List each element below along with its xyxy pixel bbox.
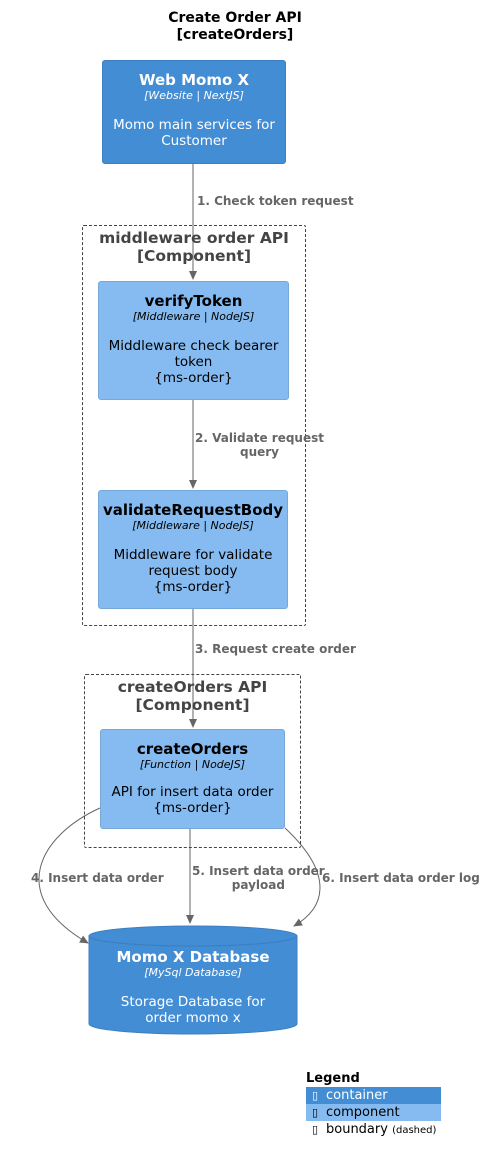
connectors [38,164,321,1035]
node-technology: [Website | NextJS] [144,89,244,102]
middleware-boundary-title: middleware order API [Component] [82,229,306,265]
legend-label: component [326,1105,400,1120]
node-name: validateRequestBody [102,501,284,519]
node-tag: {ms-order} [154,370,233,386]
node-technology: [MySql Database] [144,966,242,979]
relation-label-2-line1: 2. Validate request [195,431,324,445]
relation-label-5: 5. Insert data order payload [192,864,325,892]
node-name: verifyToken [144,292,243,310]
legend-title: Legend [306,1071,360,1086]
diagram-title-line2: [createOrders] [176,27,294,43]
create-orders-api-boundary [84,674,301,848]
boundary-title-line1: middleware order API [99,229,289,247]
square-icon: ▯ [312,1089,319,1102]
relation-label-2-line2: query [239,445,279,459]
node-tag: {ms-order} [153,800,232,816]
node-tag: {ms-order} [153,579,233,595]
node-description: Middleware for validate request body [113,547,273,579]
relation-label-1: 1. Check token request [197,194,354,208]
create-orders-node[interactable]: createOrders [Function | NodeJS] API for… [100,729,285,829]
node-description: Middleware check bearer token [108,338,279,370]
validate-request-body-node[interactable]: validateRequestBody [Middleware | NodeJS… [98,490,288,609]
square-icon: ▯ [312,1123,319,1136]
node-technology: [Middleware | NodeJS] [132,519,254,532]
relation-label-2: 2. Validate request query [195,431,324,459]
relation-line-6 [284,827,321,927]
database-cylinder-shape [88,925,298,1035]
boundary-title-line1: createOrders API [117,678,268,696]
node-name: Web Momo X [138,71,250,89]
legend-label: container [326,1088,388,1103]
legend-item-boundary: ▯ boundary (dashed) [306,1121,456,1138]
relation-label-4: 4. Insert data order [31,871,164,885]
square-icon: ▯ [312,1106,319,1119]
relation-label-5-line2: payload [231,878,285,892]
web-momo-x-node[interactable]: Web Momo X [Website | NextJS] Momo main … [102,60,286,164]
node-name: createOrders [136,740,249,758]
diagram-title-line1: Create Order API [168,10,302,26]
node-description: Storage Database for order momo x [120,994,266,1026]
boundary-title-line2: [Component] [135,696,250,714]
verify-token-node[interactable]: verifyToken [Middleware | NodeJS] Middle… [98,281,289,400]
diagram-title: Create Order API [createOrders] [0,10,470,44]
legend-item-container: ▯ container [306,1087,441,1104]
node-description: Momo main services for Customer [113,117,275,149]
legend-item-component: ▯ component [306,1104,441,1121]
legend-label: boundary [326,1122,388,1137]
create-orders-boundary-title: createOrders API [Component] [84,678,301,714]
relation-label-6: 6. Insert data order log [322,871,480,885]
relation-label-5-line1: 5. Insert data order [192,864,325,878]
node-technology: [Function | NodeJS] [139,758,246,771]
node-description: API for insert data order [111,784,274,800]
relation-line-4 [38,807,101,944]
relation-label-3: 3. Request create order [195,642,356,656]
node-technology: [Middleware | NodeJS] [132,310,255,323]
node-name: Momo X Database [116,948,270,966]
legend-note: (dashed) [392,1125,437,1136]
momo-x-database-node[interactable]: Momo X Database [MySql Database] Storage… [89,948,297,1026]
middleware-order-api-boundary [82,225,306,626]
boundary-title-line2: [Component] [136,247,252,265]
